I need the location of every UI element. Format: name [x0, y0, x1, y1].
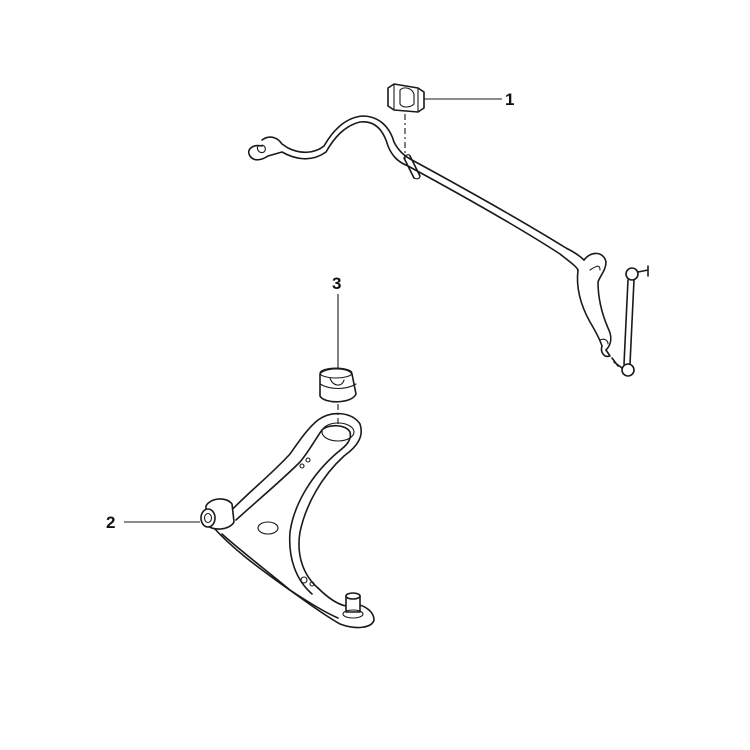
callout-2-label: 2: [106, 513, 116, 532]
callout-1-label: 1: [505, 90, 515, 109]
stabilizer-link: [611, 265, 649, 377]
lower-control-arm: [200, 412, 375, 629]
callout-3-label: 3: [332, 274, 342, 293]
stabilizer-bar: [247, 115, 612, 358]
stabilizer-bushing: [387, 83, 425, 160]
control-arm-rear-bushing: [319, 367, 357, 426]
